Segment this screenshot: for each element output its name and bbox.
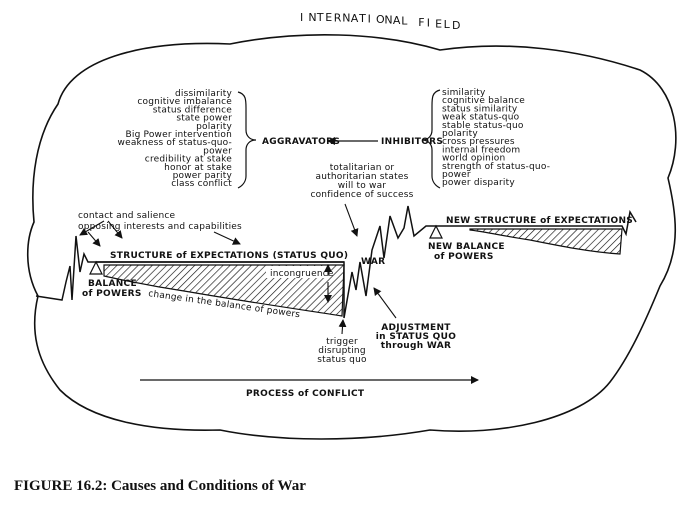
- aggravator-item: power: [203, 146, 232, 156]
- aggravators-brace: [237, 91, 257, 189]
- inhibitors-label: INHIBITORS: [381, 137, 443, 147]
- war-factor-item: authoritarian states: [316, 172, 409, 182]
- trigger-line: trigger: [326, 337, 358, 347]
- war-label: WAR: [361, 257, 385, 267]
- contact-salience-label: contact and salience: [78, 211, 176, 221]
- aggravator-item: state power: [176, 114, 232, 124]
- adjustment-arrow: [373, 287, 397, 319]
- aggravator-item: honor at stake: [164, 163, 232, 173]
- incongruence-label: incongruence: [270, 269, 334, 279]
- war-factors-arrow: [344, 203, 359, 237]
- aggravator-item: credibility at stake: [145, 155, 232, 165]
- inhibitor-item: cross pressures: [442, 137, 515, 147]
- opposing-interests-label: opposing interests and capabilities: [78, 222, 242, 232]
- figure-caption: FIGURE 16.2: Causes and Conditions of Wa…: [14, 478, 306, 494]
- inhibitor-item: cognitive balance: [442, 96, 525, 106]
- new-balance-line2: of POWERS: [434, 252, 494, 262]
- balance-label-line2: of POWERS: [82, 289, 142, 299]
- aggravator-item: weakness of status-quo-: [118, 138, 232, 148]
- inhibitor-item: polarity: [442, 129, 478, 139]
- aggravator-item: class conflict: [171, 179, 232, 189]
- trigger-arrow: [338, 319, 347, 335]
- incongruence-box: [266, 266, 328, 278]
- inhibitor-item: stable status-quo: [442, 121, 524, 131]
- adjustment-line: in STATUS QUO: [376, 332, 456, 342]
- new-balance-marker: [429, 224, 443, 239]
- aggravators-label: AGGRAVATORS: [262, 137, 340, 147]
- new-structure-label: NEW STRUCTURE of EXPECTATIONS: [446, 216, 633, 226]
- conflict-process-line: [35, 205, 637, 319]
- aggravator-item: polarity: [196, 122, 232, 132]
- international-field-outline: [26, 34, 677, 440]
- inhibitor-item: weak status-quo: [442, 113, 520, 123]
- war-factor-item: totalitarian or: [330, 163, 395, 173]
- new-balance-hatch: [469, 228, 623, 255]
- aggravator-item: status difference: [153, 105, 232, 115]
- inhibitor-item: strength of status-quo-: [442, 162, 550, 172]
- inhibitor-item: status similarity: [442, 104, 518, 114]
- structure-label: STRUCTURE of EXPECTATIONS (STATUS QUO): [110, 251, 348, 261]
- aggravator-item: cognitive imbalance: [137, 97, 232, 107]
- adjustment-line: ADJUSTMENT: [381, 323, 451, 333]
- aggravator-item: dissimilarity: [175, 89, 233, 99]
- new-balance-line1: NEW BALANCE: [428, 242, 505, 252]
- aggravator-item: power parity: [173, 171, 233, 181]
- inhibitor-item: similarity: [442, 88, 486, 98]
- inhibitor-item: internal freedom: [442, 145, 520, 155]
- war-factor-item: will to war: [338, 181, 386, 191]
- process-label: PROCESS of CONFLICT: [246, 389, 365, 399]
- inhibitor-item: world opinion: [442, 154, 505, 164]
- inhibitor-item: power: [442, 170, 471, 180]
- contact-arrows: [79, 220, 241, 247]
- inhibitors-brace: [421, 89, 441, 189]
- trigger-line: status quo: [317, 355, 367, 365]
- balance-of-powers-marker: [89, 260, 103, 275]
- aggravator-item: Big Power intervention: [126, 130, 233, 140]
- trigger-line: disrupting: [318, 346, 365, 356]
- balance-label-line1: BALANCE: [88, 279, 137, 289]
- adjustment-line: through WAR: [381, 341, 451, 351]
- inhibitor-item: power disparity: [442, 178, 515, 188]
- war-factor-item: confidence of success: [310, 190, 413, 200]
